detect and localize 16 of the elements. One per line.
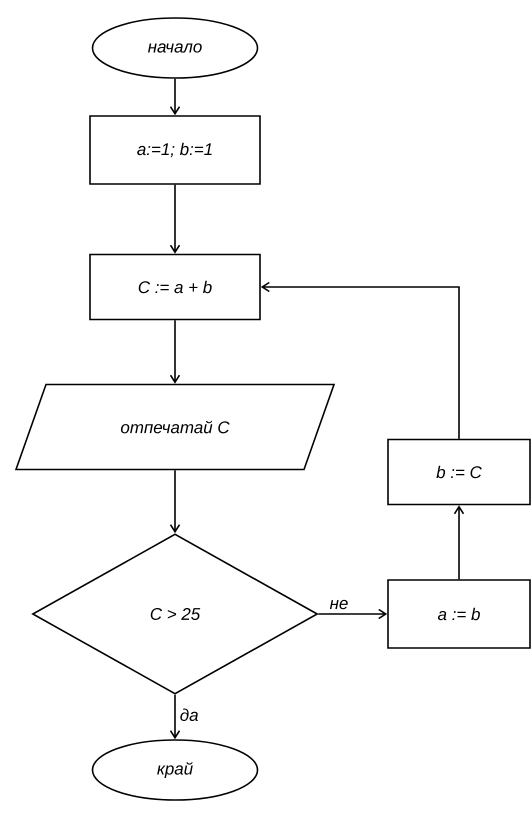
arrow <box>318 608 388 620</box>
arrow <box>170 470 180 534</box>
start-oval: начало <box>92 17 258 79</box>
arrow <box>454 505 464 580</box>
process-box: C := a + b <box>89 254 261 320</box>
arrow <box>260 282 460 439</box>
arrow <box>170 694 180 740</box>
process-box: a:=1; b:=1 <box>89 115 261 185</box>
edge-label: не <box>328 598 350 610</box>
process-box: a := b <box>387 579 531 649</box>
arrow <box>170 78 180 116</box>
end-oval: край <box>92 739 258 801</box>
arrow <box>170 320 180 384</box>
edge-label: да <box>178 708 200 722</box>
process-box: b := C <box>387 438 531 506</box>
arrow <box>170 184 180 254</box>
